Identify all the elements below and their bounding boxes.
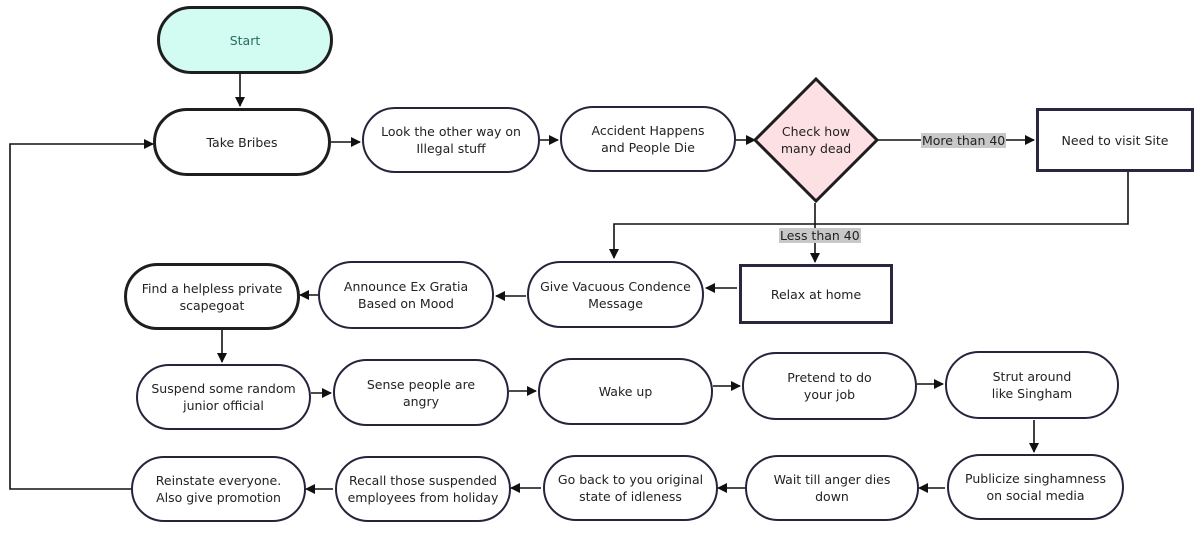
relax-home-node[interactable]: Relax at home [739, 264, 893, 324]
wait-anger-node[interactable]: Wait till anger dies down [745, 455, 919, 521]
sense-angry-node[interactable]: Sense people are angry [333, 359, 509, 426]
pretend-job-node[interactable]: Pretend to do your job [742, 352, 917, 420]
edge-reinstate-to-take-bribes [9, 139, 154, 490]
edge-label-less-than-40: Less than 40 [779, 228, 861, 243]
edge-label-more-than-40: More than 40 [921, 133, 1007, 148]
take-bribes-node[interactable]: Take Bribes [153, 108, 331, 176]
edge-visit-site-to-condolence [609, 172, 1129, 259]
start-node[interactable]: Start [157, 6, 333, 74]
strut-singham-node[interactable]: Strut around like Singham [945, 351, 1119, 419]
visit-site-node[interactable]: Need to visit Site [1036, 108, 1194, 172]
publicize-node[interactable]: Publicize singhamness on social media [947, 454, 1124, 520]
ex-gratia-node[interactable]: Announce Ex Gratia Based on Mood [318, 261, 494, 329]
look-other-way-node[interactable]: Look the other way on Illegal stuff [362, 107, 540, 173]
scapegoat-node[interactable]: Find a helpless private scapegoat [124, 263, 300, 330]
suspend-junior-node[interactable]: Suspend some random junior official [136, 364, 311, 430]
check-dead-decision[interactable]: Check how many dead [753, 77, 879, 203]
check-dead-label: Check how many dead [780, 124, 852, 156]
wake-up-node[interactable]: Wake up [538, 358, 713, 425]
accident-node[interactable]: Accident Happens and People Die [560, 106, 736, 172]
back-idleness-node[interactable]: Go back to you original state of idlenes… [543, 455, 718, 521]
vacuous-condolence-node[interactable]: Give Vacuous Condence Message [527, 261, 704, 328]
recall-suspended-node[interactable]: Recall those suspended employees from ho… [335, 456, 511, 522]
reinstate-node[interactable]: Reinstate everyone. Also give promotion [131, 456, 306, 522]
